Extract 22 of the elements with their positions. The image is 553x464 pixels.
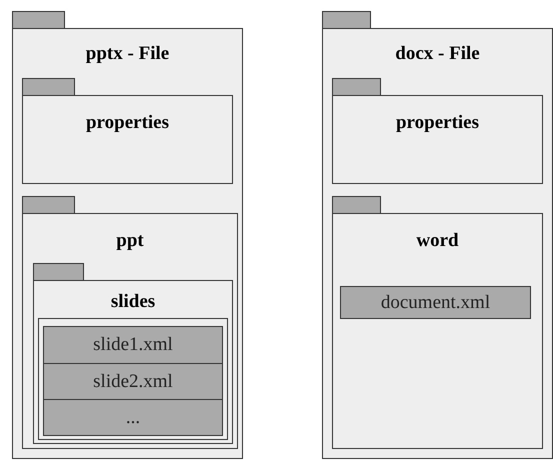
file-box	[340, 286, 531, 319]
file-name: ...	[126, 406, 140, 428]
package-title: ppt	[115, 230, 145, 252]
file-name: document.xml	[380, 292, 490, 314]
package-title: word	[415, 230, 460, 252]
package-box	[12, 28, 243, 459]
file-name: slide2.xml	[93, 370, 173, 392]
package-box	[22, 213, 238, 449]
file-box	[43, 326, 223, 364]
package-box	[322, 28, 553, 459]
file-box	[43, 363, 223, 400]
package-box	[332, 95, 543, 184]
package-title: slides	[110, 291, 156, 313]
package-box	[332, 213, 543, 449]
package-title: properties	[394, 112, 480, 134]
file-box	[43, 399, 223, 436]
package-box	[33, 280, 233, 444]
package-box	[22, 95, 233, 184]
package-title: properties	[84, 112, 170, 134]
file-name: slide1.xml	[93, 334, 173, 356]
package-title: pptx - File	[84, 43, 170, 65]
package-title: docx - File	[394, 43, 481, 65]
